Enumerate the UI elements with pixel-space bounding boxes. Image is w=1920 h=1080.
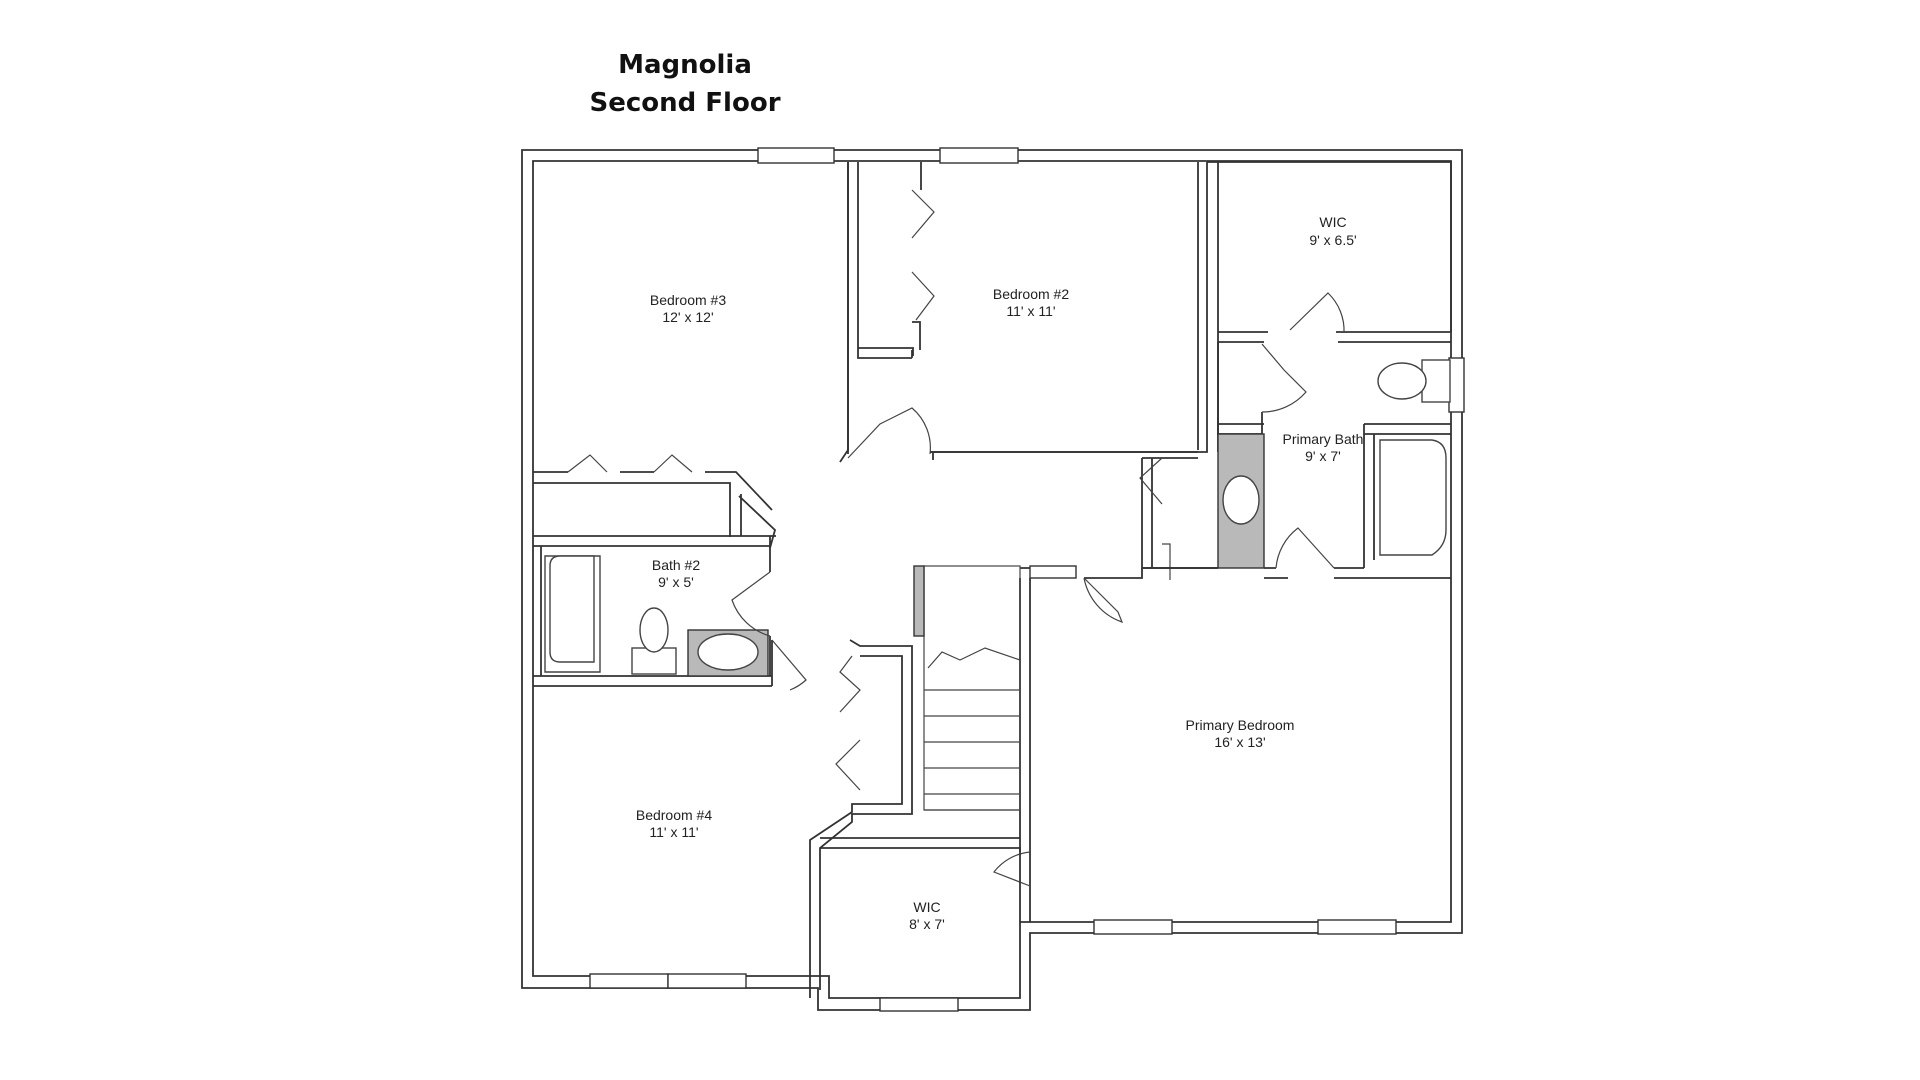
toilet-bowl — [639, 607, 669, 653]
room-name-bath2: Bath #2 — [652, 557, 700, 573]
door-arc — [731, 571, 771, 637]
wall — [1363, 423, 1451, 568]
window — [1093, 919, 1173, 935]
room-size-primary-bedroom: 16' x 13' — [1214, 734, 1265, 750]
stair-treads — [924, 647, 1021, 811]
bathtub — [549, 555, 595, 663]
closet-door — [911, 189, 935, 321]
door-arc — [1275, 527, 1335, 569]
door-arc — [847, 407, 931, 459]
door-arc — [993, 851, 1031, 887]
door-arc — [1289, 292, 1345, 334]
room-size-bedroom2: 11' x 11' — [1006, 303, 1055, 319]
room-size-wic-lower: 8' x 7' — [909, 916, 945, 932]
window — [939, 147, 1019, 164]
door-arc — [771, 639, 807, 691]
wall — [738, 494, 777, 549]
door-arc — [1261, 343, 1307, 413]
toilet-fixture — [1377, 359, 1451, 403]
room-size-primary-bath: 9' x 7' — [1305, 448, 1341, 464]
window — [879, 997, 959, 1012]
door-arc — [1083, 577, 1124, 623]
wall — [820, 837, 1021, 922]
window — [757, 147, 835, 164]
sink — [1222, 475, 1260, 525]
wall — [809, 639, 913, 998]
room-name-bedroom3: Bedroom #3 — [650, 292, 726, 308]
wall — [911, 162, 922, 358]
room-name-primary-bedroom: Primary Bedroom — [1186, 717, 1295, 733]
wall — [533, 482, 776, 537]
room-size-wic-primary: 9' x 6.5' — [1309, 232, 1356, 248]
room-name-bedroom2: Bedroom #2 — [993, 286, 1069, 302]
window — [667, 973, 747, 989]
window — [1029, 565, 1077, 579]
room-size-bedroom3: 12' x 12' — [662, 309, 713, 325]
wall — [533, 640, 773, 687]
window — [1317, 919, 1397, 935]
room-name-wic-lower: WIC — [913, 899, 940, 915]
closet-door — [567, 454, 693, 473]
room-size-bath2: 9' x 5' — [658, 574, 694, 590]
room-name-primary-bath: Primary Bath — [1283, 431, 1364, 447]
wall — [533, 162, 849, 511]
room-name-wic-primary: WIC — [1319, 214, 1346, 230]
closet-door — [835, 655, 861, 791]
wall — [930, 451, 1198, 460]
wall — [1207, 161, 1452, 452]
sink — [697, 633, 759, 671]
stair-rail — [913, 565, 925, 637]
plan-title-floor: Second Floor — [589, 88, 781, 118]
plan-title: Magnolia Second Floor — [495, 46, 875, 122]
wall — [839, 162, 914, 463]
bathtub — [1379, 439, 1447, 556]
wall — [533, 545, 772, 677]
room-name-bedroom4: Bedroom #4 — [636, 807, 712, 823]
plan-title-name: Magnolia — [618, 50, 752, 80]
room-size-bedroom4: 11' x 11' — [649, 824, 698, 840]
